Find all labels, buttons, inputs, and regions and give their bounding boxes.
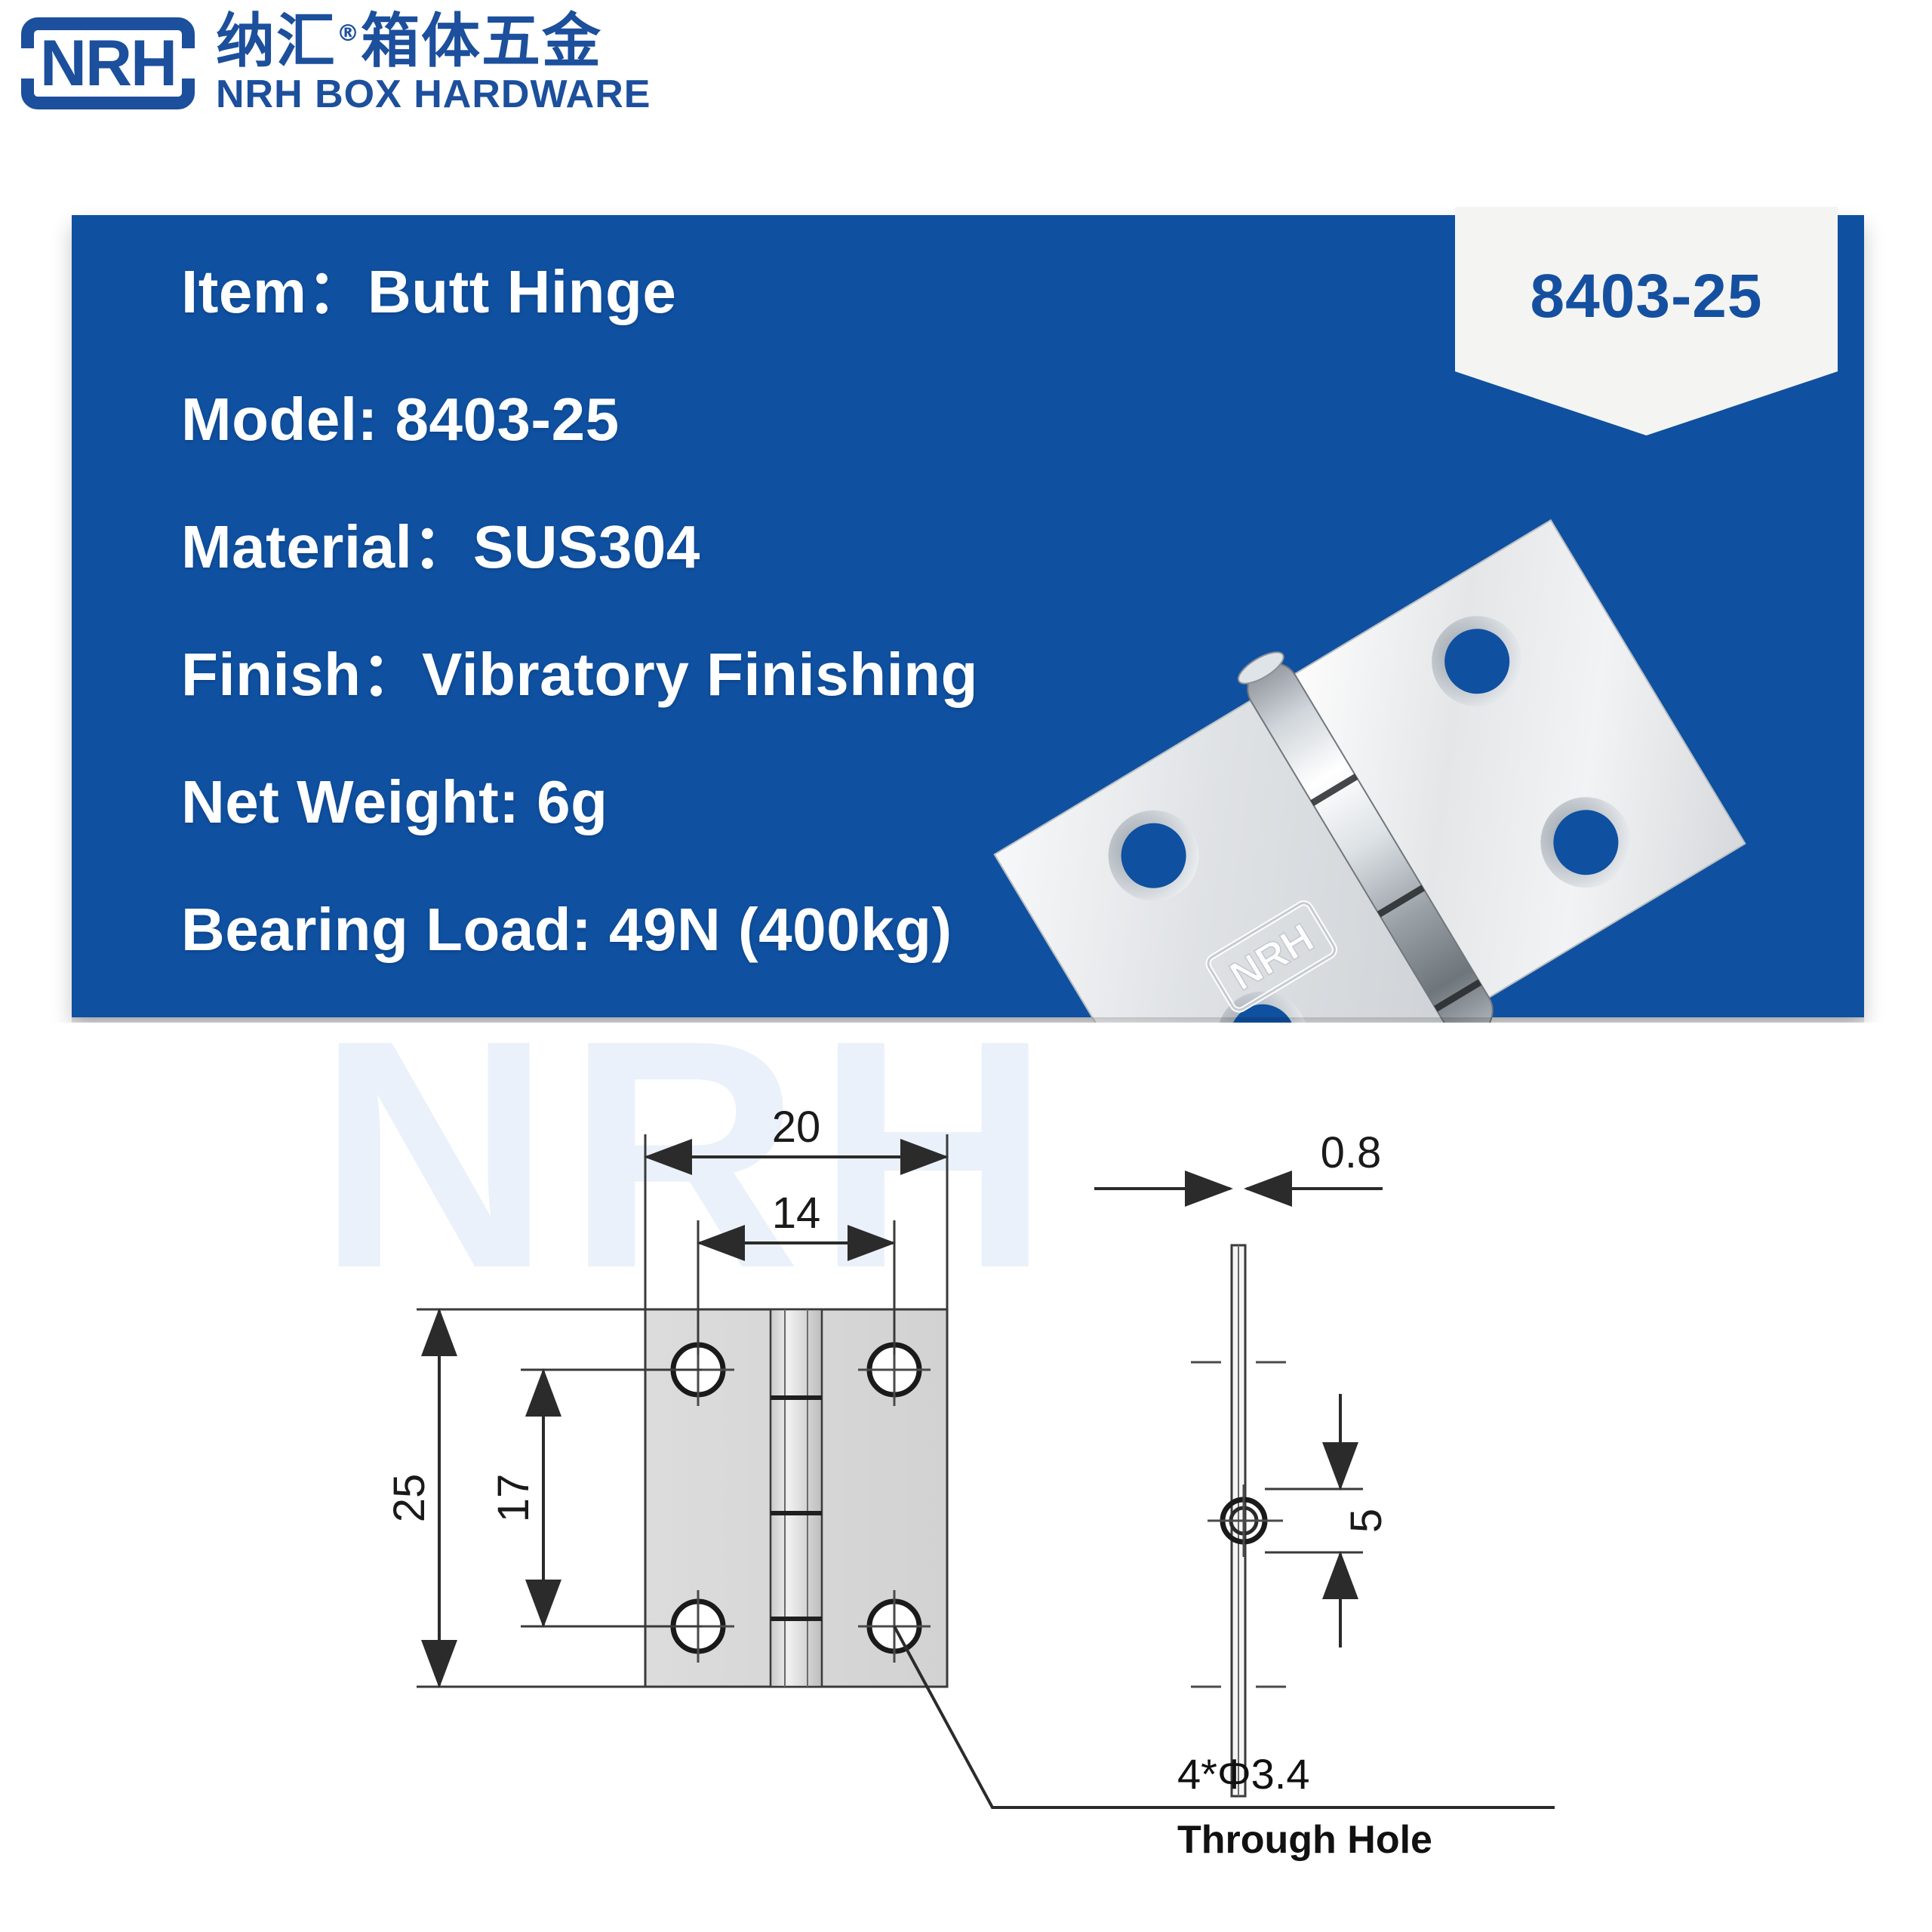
callout-leader-line bbox=[893, 1626, 1555, 1809]
through-hole-callout: 4*Φ3.4 Through Hole bbox=[893, 1626, 1555, 1862]
brand-chinese-suffix: 箱体五金 bbox=[361, 8, 603, 75]
dimension-width-20: 20 bbox=[644, 1103, 949, 1313]
spec-item-bearing-load: Bearing Load: 49N (400kg) bbox=[181, 896, 952, 963]
spec-item-material: Material：SUS304 bbox=[181, 513, 700, 580]
logo-mark-text: NRH bbox=[39, 27, 177, 100]
dimension-knuckle-5: 5 bbox=[1265, 1394, 1391, 1647]
registered-trademark-icon: ® bbox=[337, 20, 361, 47]
page-header: NRH 纳汇®箱体五金 NRH BOX HARDWARE bbox=[0, 0, 1932, 189]
front-view-knuckle bbox=[769, 1308, 823, 1688]
callout-hole-spec: 4*Φ3.4 bbox=[1177, 1750, 1309, 1798]
knuckle-groove bbox=[1434, 979, 1482, 1012]
brand-chinese-name: 纳汇®箱体五金 bbox=[216, 11, 651, 72]
dimension-height-25: 25 bbox=[385, 1308, 649, 1688]
brand-logo: NRH 纳汇®箱体五金 NRH BOX HARDWARE bbox=[21, 11, 651, 116]
brand-chinese-main: 纳汇 bbox=[216, 8, 337, 75]
technical-drawing-area: NRH bbox=[0, 992, 1932, 1932]
specification-panel: Item：Butt Hinge Model: 8403-25 Material：… bbox=[72, 207, 1864, 1180]
spec-item-item: Item：Butt Hinge bbox=[181, 258, 677, 325]
model-number-badge-text: 8403-25 bbox=[1530, 262, 1763, 331]
callout-hole-type: Through Hole bbox=[1177, 1818, 1432, 1862]
side-view bbox=[1191, 1244, 1286, 1798]
hole-right-top bbox=[1432, 616, 1523, 707]
spec-item-model: Model: 8403-25 bbox=[181, 386, 620, 453]
dimension-label-25: 25 bbox=[385, 1474, 434, 1523]
dimension-hole-spacing-14: 14 bbox=[697, 1189, 896, 1355]
model-number-badge: 8403-25 bbox=[1455, 207, 1838, 435]
brand-english-name: NRH BOX HARDWARE bbox=[216, 72, 651, 116]
technical-drawing-svg: 20 14 25 17 bbox=[385, 1103, 1555, 1862]
pin-end-cap bbox=[1237, 651, 1284, 685]
dimension-hole-spacing-17: 17 bbox=[489, 1368, 702, 1628]
dimension-label-5: 5 bbox=[1342, 1509, 1391, 1533]
nrh-logo-mark-icon: NRH bbox=[21, 17, 195, 110]
spec-item-finish: Finish：Vibratory Finishing bbox=[181, 641, 979, 708]
knuckle-groove bbox=[1377, 884, 1425, 918]
front-view-hole-top-right bbox=[858, 1334, 931, 1406]
dimension-label-20: 20 bbox=[772, 1103, 821, 1152]
hole-right-bottom bbox=[1540, 797, 1632, 888]
dimension-label-17: 17 bbox=[489, 1474, 538, 1523]
specification-list: Item：Butt Hinge Model: 8403-25 Material：… bbox=[181, 262, 978, 960]
dimension-label-08: 0.8 bbox=[1321, 1128, 1382, 1177]
dimension-thickness-08: 0.8 bbox=[1094, 1128, 1383, 1207]
spec-item-net-weight: Net Weight: 6g bbox=[181, 768, 608, 835]
dimension-label-14: 14 bbox=[772, 1189, 821, 1238]
brand-wordmark: 纳汇®箱体五金 NRH BOX HARDWARE bbox=[216, 11, 651, 116]
knuckle-groove bbox=[1310, 774, 1358, 806]
hole-left-top bbox=[1108, 810, 1199, 901]
